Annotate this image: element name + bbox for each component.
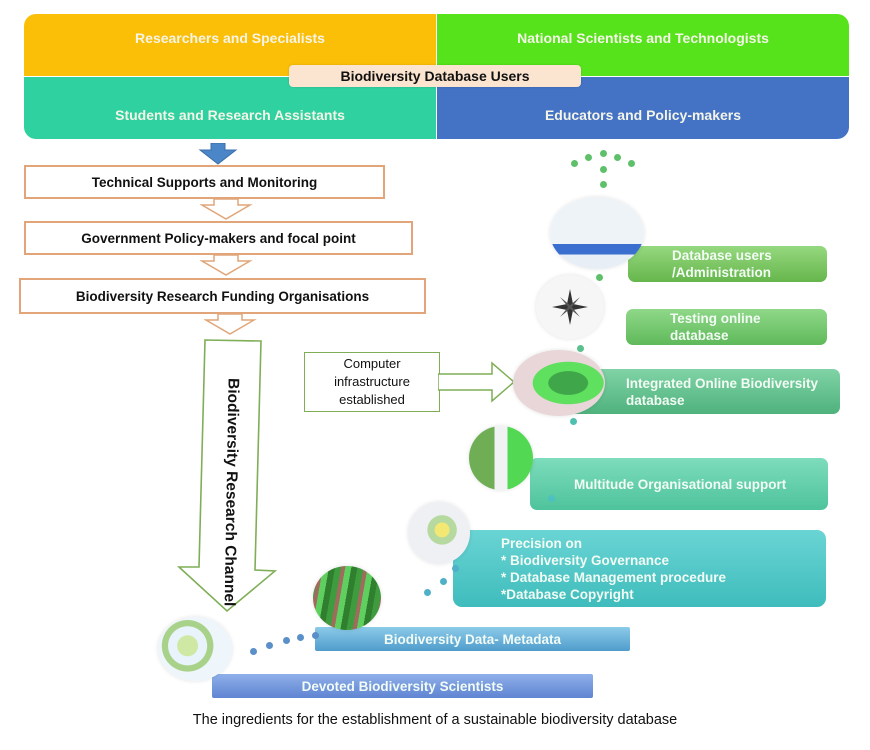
callout-label: Computer infrastructure established (334, 356, 410, 407)
connector-dot (628, 160, 635, 167)
connector-dot (596, 274, 603, 281)
connector-dot (250, 648, 257, 655)
delta-map-image (550, 197, 644, 269)
connector-dot (424, 589, 431, 596)
stage-testing-database: Testing online database (626, 309, 827, 345)
channel-label: Biodiversity Research Channel (220, 377, 242, 607)
figure-caption: The ingredients for the establishment of… (192, 712, 678, 728)
user-group-label: Educators and Policy-makers (544, 107, 742, 123)
user-group-researchers: Researchers and Specialists (24, 14, 436, 76)
connector-dot (577, 345, 584, 352)
connector-dot (283, 637, 290, 644)
connector-dot (600, 150, 607, 157)
user-group-label: Researchers and Specialists (135, 30, 325, 46)
flow-step-funding: Biodiversity Research Funding Organisati… (19, 278, 426, 314)
down-arrow-icon (198, 143, 238, 165)
connector-dot (312, 632, 319, 639)
world-map-image (158, 617, 232, 681)
hollow-arrow-icon (200, 199, 253, 220)
map-collage-image (469, 426, 533, 490)
connector-dot (548, 495, 555, 502)
flow-step-technical-support: Technical Supports and Monitoring (24, 165, 385, 199)
user-group-label: Students and Research Assistants (115, 107, 345, 123)
forest-cover-map-image (513, 350, 605, 416)
users-title: Biodiversity Database Users (289, 65, 581, 87)
stage-integrated-database: Integrated Online Biodiversity database (566, 369, 840, 414)
connector-dot (614, 154, 621, 161)
hollow-arrow-icon (204, 314, 257, 335)
user-group-students: Students and Research Assistants (24, 77, 436, 139)
connector-dot (571, 160, 578, 167)
stage-database-users: Database users /Administration (628, 246, 827, 282)
regional-map-image (408, 502, 470, 564)
flow-step-government: Government Policy-makers and focal point (24, 221, 413, 255)
stage-devoted-scientists: Devoted Biodiversity Scientists (212, 674, 593, 698)
user-group-label: National Scientists and Technologists (517, 30, 769, 46)
hollow-arrow-icon (200, 255, 253, 276)
precision-line: *Database Copyright (501, 586, 634, 602)
connector-dot (266, 642, 273, 649)
user-group-educators: Educators and Policy-makers (437, 77, 849, 139)
compass-icon (552, 289, 588, 325)
stage-data-metadata: Biodiversity Data- Metadata (315, 627, 630, 651)
precision-line: * Database Management procedure (501, 569, 727, 585)
compass-rose-image (536, 275, 604, 339)
stage-organisational-support: Multitude Organisational support (530, 458, 828, 510)
connector-dot (600, 166, 607, 173)
connector-dot (570, 418, 577, 425)
callout-computer-infrastructure: Computer infrastructure established (304, 352, 440, 412)
vegetation-map-image (313, 566, 381, 630)
callout-arrow-icon (438, 361, 516, 403)
connector-dot (452, 565, 459, 572)
stage-precision: Precision on * Biodiversity Governance *… (453, 530, 826, 607)
connector-dot (600, 181, 607, 188)
connector-dot (440, 578, 447, 585)
precision-line: * Biodiversity Governance (501, 552, 670, 568)
connector-dot (585, 154, 592, 161)
precision-line: Precision on (501, 535, 583, 551)
connector-dot (297, 634, 304, 641)
research-channel-arrow (176, 339, 278, 613)
